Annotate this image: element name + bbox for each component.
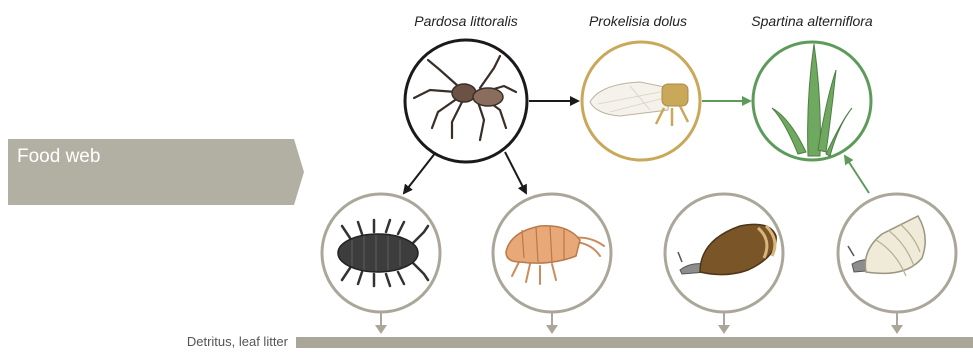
brown-snail-node bbox=[665, 194, 783, 312]
spartina-node bbox=[753, 42, 871, 160]
label-planthopper: Prokelisia dolus bbox=[589, 13, 687, 29]
arrow-spider-to-isopod bbox=[404, 152, 436, 193]
isopod-node bbox=[322, 194, 440, 312]
label-grass: Spartina alterniflora bbox=[751, 13, 872, 29]
amphipod-node bbox=[493, 194, 611, 312]
detritus-arrows bbox=[375, 312, 903, 334]
arrow-spider-to-amphipod bbox=[505, 152, 526, 193]
arrow-snail-to-grass bbox=[845, 156, 869, 193]
detritus-label: Detritus, leaf litter bbox=[187, 334, 288, 349]
spider-node bbox=[405, 40, 527, 162]
label-spider: Pardosa littoralis bbox=[414, 13, 518, 29]
planthopper-node bbox=[582, 42, 700, 160]
detritus-bar bbox=[296, 337, 973, 348]
diagram-title: Food web bbox=[17, 146, 100, 168]
white-snail-node bbox=[838, 194, 956, 312]
